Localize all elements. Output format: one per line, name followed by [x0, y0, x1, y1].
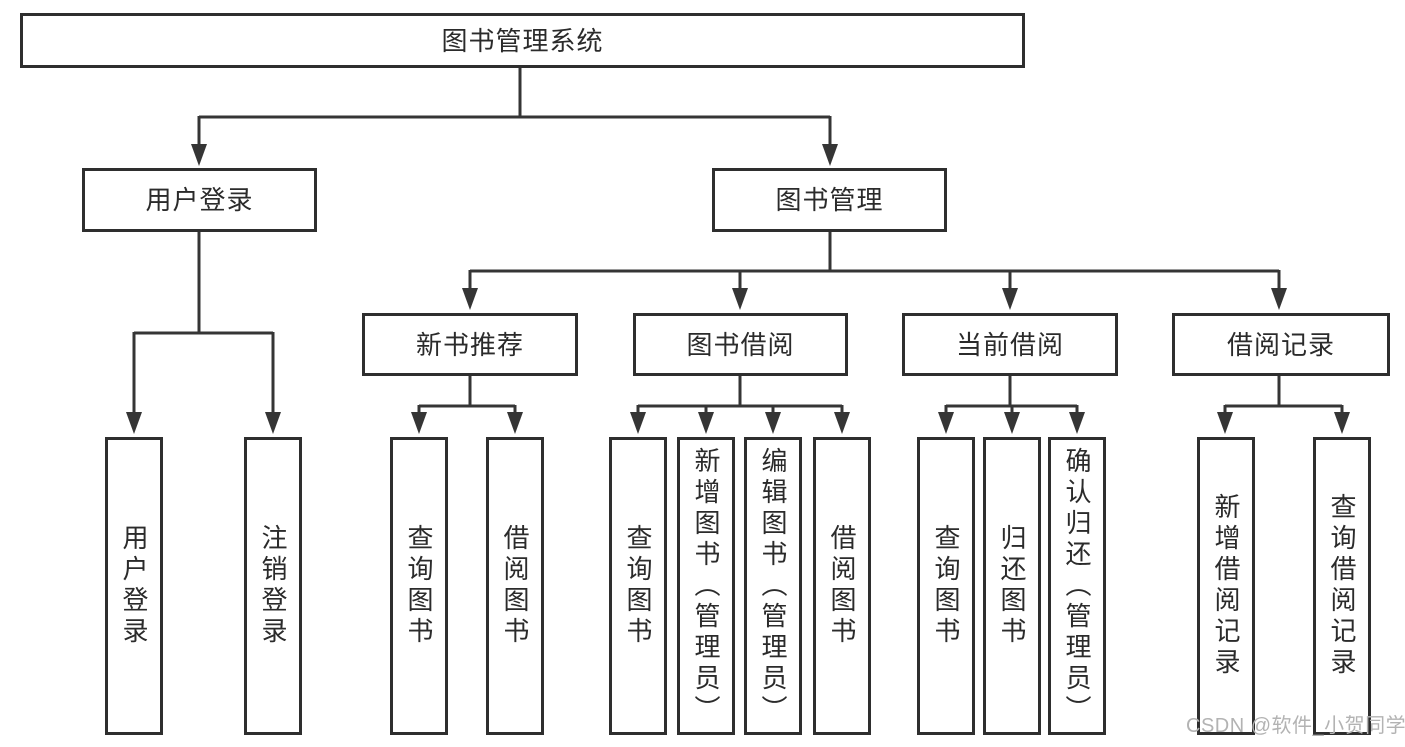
leaf-return-books: 归还图书	[983, 437, 1041, 735]
node-book-borrow: 图书借阅	[633, 313, 848, 376]
leaf-confirm-return-admin: 确认归还（管理员）	[1048, 437, 1106, 735]
watermark: CSDN @软件_小贺同学	[1186, 715, 1405, 737]
node-current-borrow: 当前借阅	[902, 313, 1118, 376]
leaf-query-borrow-record: 查询借阅记录	[1313, 437, 1371, 735]
leaf-user-login: 用户登录	[105, 437, 163, 735]
leaf-label: 查询借阅记录	[1327, 493, 1357, 679]
leaf-label: 借阅图书	[827, 524, 857, 648]
leaf-label: 新增图书（管理员）	[691, 446, 721, 726]
leaf-query-books-recommend: 查询图书	[390, 437, 448, 735]
node-user-login: 用户登录	[82, 168, 317, 232]
leaf-label: 确认归还（管理员）	[1062, 446, 1092, 726]
leaf-edit-books-admin: 编辑图书（管理员）	[744, 437, 802, 735]
leaf-add-borrow-record: 新增借阅记录	[1197, 437, 1255, 735]
leaf-borrow-books-recommend: 借阅图书	[486, 437, 544, 735]
leaf-borrow-books: 借阅图书	[813, 437, 871, 735]
leaf-label: 借阅图书	[500, 524, 530, 648]
leaf-label: 编辑图书（管理员）	[758, 446, 788, 726]
leaf-label: 归还图书	[997, 524, 1027, 648]
leaf-label: 查询图书	[931, 524, 961, 648]
leaf-label: 新增借阅记录	[1211, 493, 1241, 679]
leaf-label: 注销登录	[258, 524, 288, 648]
leaf-query-books-borrow: 查询图书	[609, 437, 667, 735]
leaf-logout-login: 注销登录	[244, 437, 302, 735]
node-library-management-system: 图书管理系统	[20, 13, 1025, 68]
leaf-label: 用户登录	[119, 524, 149, 648]
leaf-query-books-current: 查询图书	[917, 437, 975, 735]
leaf-add-books-admin: 新增图书（管理员）	[677, 437, 735, 735]
leaf-label: 查询图书	[404, 524, 434, 648]
node-new-book-recommend: 新书推荐	[362, 313, 578, 376]
leaf-label: 查询图书	[623, 524, 653, 648]
node-borrow-records: 借阅记录	[1172, 313, 1390, 376]
node-book-management: 图书管理	[712, 168, 947, 232]
